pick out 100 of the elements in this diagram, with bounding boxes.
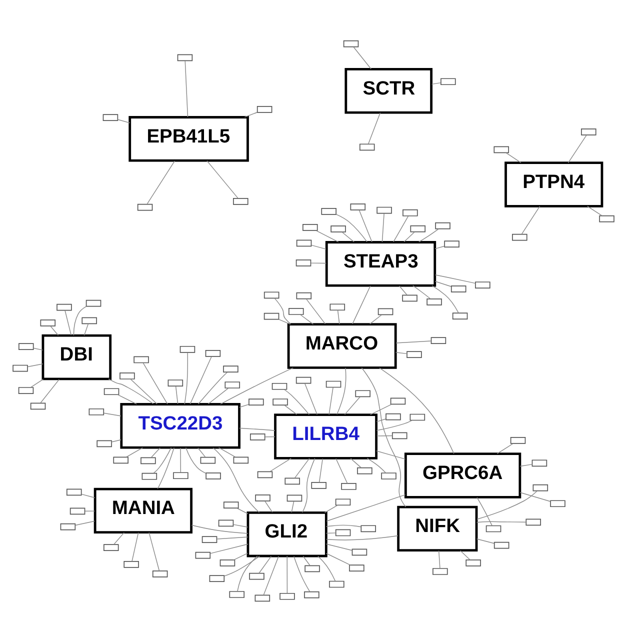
connector [185,447,206,474]
connector [132,532,139,562]
connector [264,436,276,438]
connector [153,447,172,474]
node-box [430,337,446,344]
node-box [70,508,86,515]
node-box [104,388,120,396]
connector [369,314,382,324]
connector [180,448,182,473]
node-box [40,320,56,326]
node-box [432,568,448,575]
connector [336,367,346,415]
node-box [426,298,442,306]
connector [238,428,276,431]
connector [28,364,44,368]
node-box [450,285,466,292]
connector [395,352,408,354]
node-box [137,204,153,211]
node-box: GPRC6A [404,452,522,498]
connector [212,448,260,513]
node-box [402,294,418,302]
node-box: MARCO [287,323,397,369]
node-box [173,472,188,480]
node-box [82,317,97,324]
node-box [264,312,280,320]
node-box [349,564,364,572]
node-box [134,356,149,364]
node-box [444,240,460,248]
connector [117,119,130,124]
connector [434,281,452,287]
connector [404,232,416,242]
connector [198,448,206,458]
connector [148,532,160,572]
connector [310,262,327,264]
connector [302,556,310,566]
connector [393,216,409,242]
connector [326,553,351,566]
connector [274,298,291,324]
node-box [452,312,468,320]
node-box [435,222,450,230]
connector [270,458,292,472]
connector [521,206,540,235]
connector [376,435,392,436]
node-box [256,106,272,113]
node-box [311,482,326,489]
connector [284,389,310,415]
node-box [341,483,356,490]
node-box [264,292,280,299]
node-box [180,346,196,353]
node-box [286,494,302,502]
node-box [284,478,300,485]
connector [350,458,362,468]
node-box [335,529,351,536]
connector [460,550,470,560]
node-box [392,432,408,440]
node-box [296,260,312,266]
node-box [410,225,426,232]
connector [175,386,178,404]
node-box [152,570,168,578]
connector [396,340,432,344]
connector [434,274,476,284]
node-box [140,457,156,464]
connector [376,418,386,422]
node-box [254,594,270,602]
connector [379,368,454,454]
node-box [321,208,336,215]
node-box [120,372,135,380]
node-box [102,114,118,121]
connector [438,550,440,569]
connector [302,458,316,513]
connector [184,60,188,118]
node-box [581,128,596,136]
connector [376,420,412,431]
node-box: MANIA [94,488,192,534]
connector [568,134,587,164]
connector [353,46,372,70]
node-box [402,209,418,216]
connector [318,556,336,582]
node-box [177,54,193,62]
node-box [205,350,221,357]
node-box: TSC22D3 [120,403,240,449]
node-box [329,580,344,588]
node-box: EPB41L5 [128,116,249,162]
connector [366,458,386,473]
connector [237,556,258,592]
node-box [330,304,346,311]
connector [431,82,441,85]
connector [84,323,89,336]
connector [238,404,249,408]
connector [432,285,459,314]
connector [263,556,279,596]
connector [198,372,228,404]
node-box [357,467,372,474]
connector [130,378,158,404]
connector [376,450,406,460]
connector [244,112,258,118]
node-box [410,414,426,421]
connector [304,383,318,415]
connector [520,464,533,467]
node-box [88,408,104,416]
